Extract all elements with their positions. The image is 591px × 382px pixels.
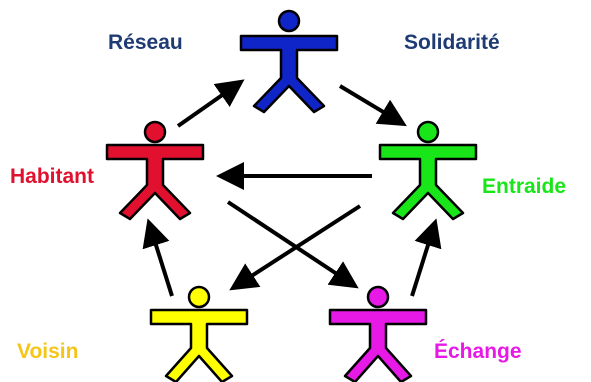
arrow-entraide-to-voisin: [229, 204, 362, 291]
label-entraide: Entraide: [482, 175, 566, 198]
person-icon-green: [378, 120, 478, 221]
arrows: [142, 79, 442, 297]
person-icon-red: [105, 120, 205, 221]
arrow-echange-to-entraide: [410, 218, 442, 297]
arrow-habitant-to-reseau: [176, 79, 245, 128]
person-icon-blue: [239, 9, 339, 114]
label-solidarite: Solidarité: [404, 31, 500, 54]
arrow-voisin-to-habitant: [142, 218, 174, 297]
arrow-reseau-to-solidarite: [338, 84, 407, 127]
label-reseau: Réseau: [108, 31, 183, 54]
label-habitant: Habitant: [10, 165, 94, 188]
person-icon-magenta: [328, 285, 428, 382]
label-echange: Échange: [434, 340, 522, 363]
label-voisin: Voisin: [17, 340, 78, 363]
arrow-habitant-to-echange: [226, 200, 359, 289]
person-icon-yellow: [149, 285, 249, 382]
